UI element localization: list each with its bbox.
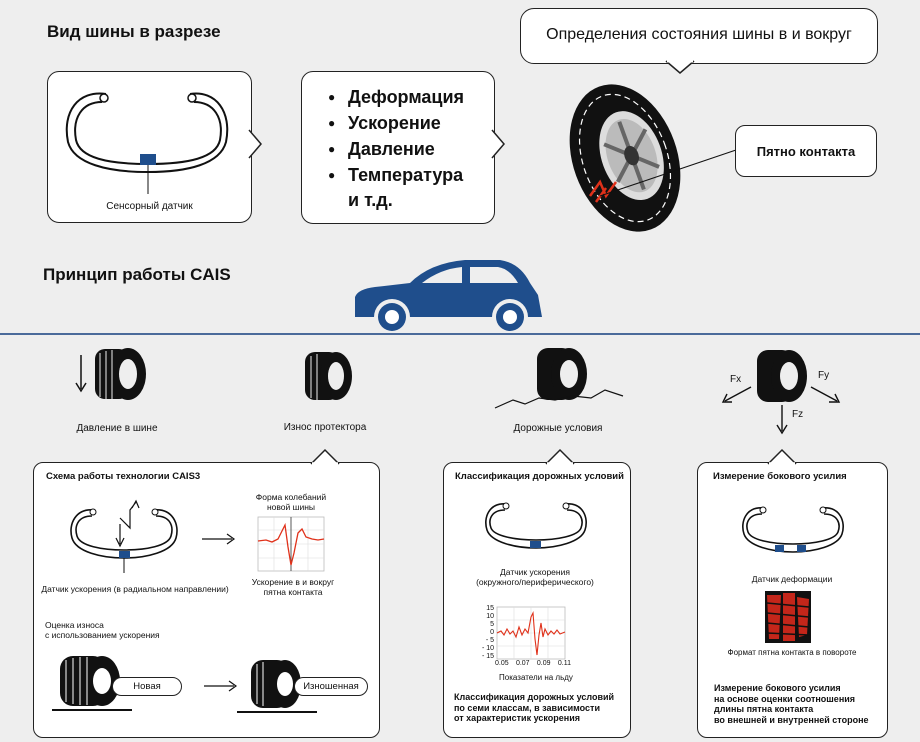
property-item: Температура: [328, 162, 464, 188]
state-new-pill: Новая: [112, 677, 182, 696]
tire-worn-icon: [237, 660, 317, 713]
ytick: - 5: [485, 637, 494, 644]
section-title-cross-section: Вид шины в разрезе: [47, 22, 221, 41]
property-item: Ускорение: [328, 110, 464, 136]
road-sensor-caption: Датчик ускорения (окружного/периферическ…: [455, 567, 615, 587]
estimate-caption-text: Оценка износа с использованием ускорения: [45, 620, 160, 640]
ytick: 0: [490, 629, 494, 636]
ice-chart-yticks: 15 10 5 0 - 5 - 10 - 15: [470, 605, 494, 661]
sensor-label: Сенсорный датчик: [106, 201, 193, 212]
tire-icon: [95, 348, 146, 400]
waveform-title: Форма колебаний новой шины: [246, 492, 336, 512]
contact-patch-icon: [765, 591, 811, 643]
section-divider: [0, 333, 920, 335]
ice-chart-xticks: 0.05 0.07 0.09 0.11: [495, 660, 571, 667]
panel-wear-title: Схема работы технологии CAIS3: [46, 471, 201, 482]
ytick: - 15: [481, 653, 494, 660]
ice-chart-caption: Показатели на льду: [499, 673, 573, 682]
tire-profile-icon: [485, 502, 587, 549]
speech-bubble-text: Определения состояния шины в и вокруг: [546, 26, 852, 43]
panel-road-footer-text: Классификация дорожных условий по семи к…: [454, 692, 615, 723]
panel-force-footer: Измерение бокового усилия на основе оцен…: [714, 683, 884, 725]
contact-patch-label-box: Пятно контакта: [735, 125, 877, 177]
force-label-fy: Fy: [818, 370, 830, 381]
force-label-fx: Fx: [730, 374, 742, 385]
state-worn-pill: Изношенная: [294, 677, 368, 696]
xtick: 0.05: [495, 660, 509, 667]
tire-forces-icon: [721, 350, 841, 435]
tire-on-road-icon: [494, 348, 624, 409]
connector-arrow: [491, 129, 505, 159]
force-label-fz: Fz: [792, 409, 804, 420]
panel-road-title: Классификация дорожных условий: [455, 471, 624, 482]
ice-chart: [496, 606, 566, 660]
speech-bubble: Определения состояния шины в и вокруг: [520, 8, 878, 64]
tire-icon: [305, 352, 352, 400]
tire-new-icon: [52, 656, 132, 711]
accel-caption: Ускорение в и вокруг пятна контакта: [238, 577, 348, 597]
panel-tail: [767, 448, 797, 465]
tire-profile-icon: [70, 499, 178, 573]
property-etc: и т.д.: [348, 190, 393, 210]
properties-box: Деформация Ускорение Давление Температур…: [301, 71, 495, 224]
tire-profile-icon: [65, 92, 229, 194]
panel-road: [443, 462, 631, 738]
properties-list: Деформация Ускорение Давление Температур…: [328, 84, 464, 188]
right-arrow-icon: [204, 680, 238, 692]
down-arrow-icon: [75, 355, 87, 393]
right-arrow-icon: [202, 533, 236, 545]
section-title-principle: Принцип работы CAIS: [43, 265, 231, 284]
car-icon: [355, 260, 542, 335]
ytick: - 10: [481, 645, 494, 652]
connector-arrow: [248, 129, 262, 159]
waveform-title-text: Форма колебаний новой шины: [255, 492, 327, 512]
strain-sensor-caption: Датчик деформации: [751, 574, 833, 584]
tire-icon: [569, 84, 681, 232]
contact-patch-label: Пятно контакта: [756, 144, 856, 159]
panel-road-footer: Классификация дорожных условий по семи к…: [454, 692, 624, 724]
xtick: 0.07: [515, 660, 530, 667]
category-label-road: Дорожные условия: [513, 423, 603, 434]
ytick: 5: [490, 621, 494, 628]
wear-sensor-caption: Датчик ускорения (в радиальном направлен…: [41, 584, 229, 594]
road-sensor-caption-text: Датчик ускорения (окружного/периферическ…: [476, 567, 594, 587]
panel-force-title: Измерение бокового усилия: [713, 471, 847, 482]
tire-cross-section-box: Сенсорный датчик: [47, 71, 252, 223]
category-label-pressure: Давление в шине: [76, 423, 158, 434]
property-item: Давление: [328, 136, 464, 162]
speech-bubble-tail: [665, 59, 695, 74]
xtick: 0.11: [557, 660, 571, 667]
property-item: Деформация: [328, 84, 464, 110]
waveform-chart: [257, 516, 325, 572]
panel-tail: [310, 448, 340, 465]
ytick: 15: [486, 605, 494, 612]
sensor-block: [140, 154, 156, 165]
tire-profile-icon: [742, 506, 844, 553]
patch-caption: Формат пятна контакта в повороте: [727, 648, 857, 657]
accel-caption-text: Ускорение в и вокруг пятна контакта: [251, 577, 335, 597]
panel-force-footer-text: Измерение бокового усилия на основе оцен…: [714, 683, 869, 725]
xtick: 0.09: [536, 660, 551, 667]
category-label-wear: Износ протектора: [283, 422, 367, 433]
contact-patch-pointer: [599, 149, 737, 197]
panel-tail: [545, 448, 575, 465]
estimate-caption: Оценка износа с использованием ускорения: [45, 620, 160, 640]
ytick: 10: [486, 613, 494, 620]
